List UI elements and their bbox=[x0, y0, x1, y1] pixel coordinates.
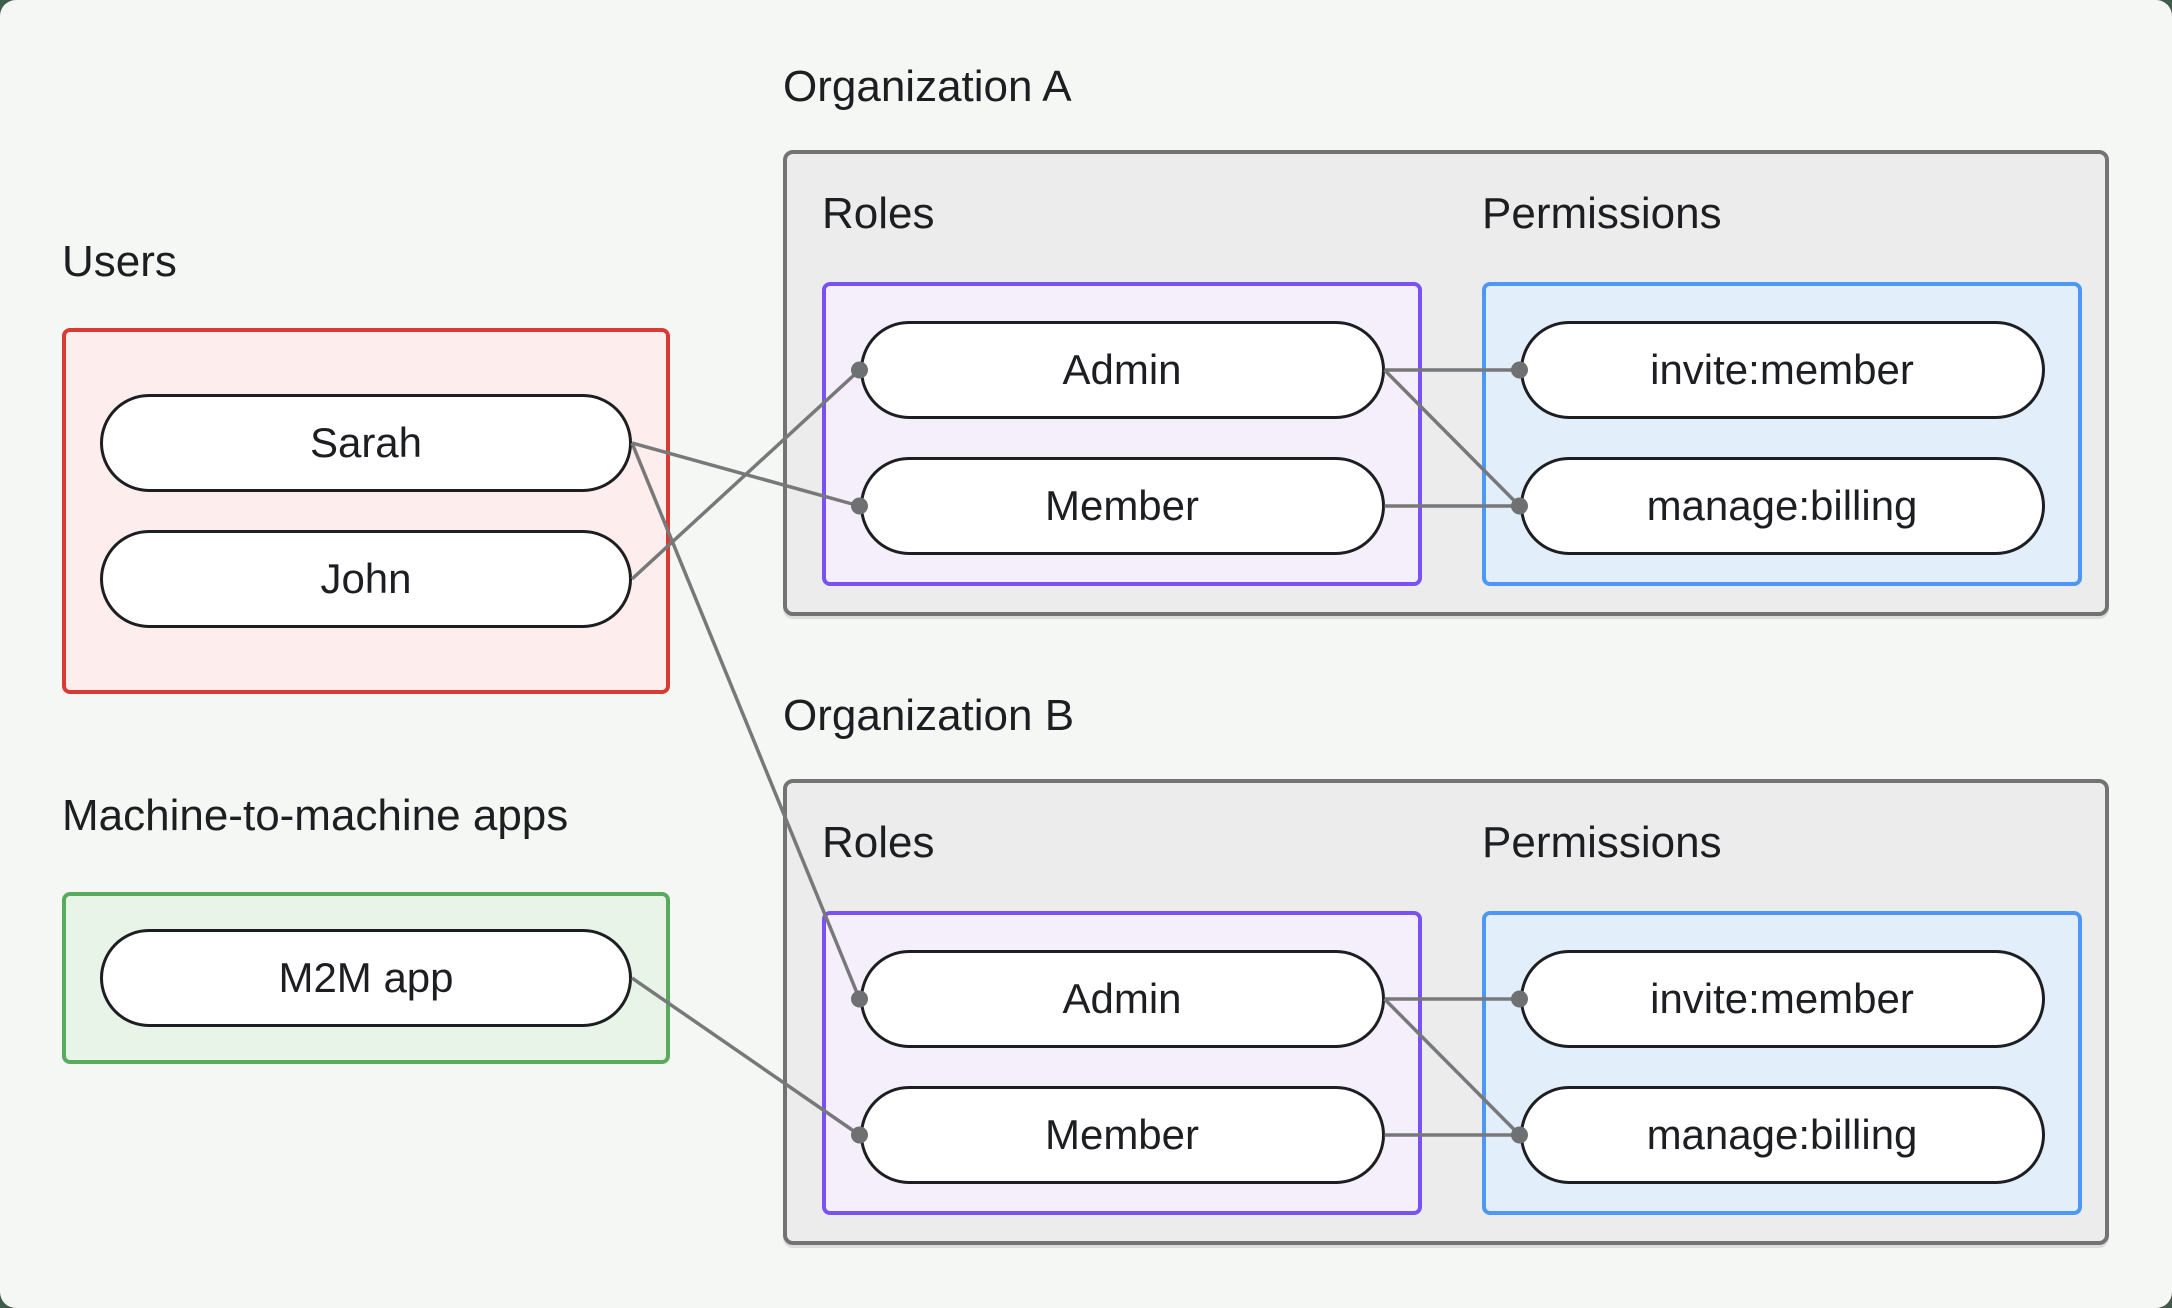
permission-node-manage-billing: manage:billing bbox=[1519, 1086, 2045, 1184]
org-b-title: Organization B bbox=[783, 691, 1075, 740]
role-node-admin: Admin bbox=[859, 321, 1385, 419]
role-node-label: Member bbox=[1044, 482, 1200, 529]
m2m-group-box: M2M app bbox=[62, 892, 670, 1064]
m2m-group-title: Machine-to-machine apps bbox=[62, 791, 569, 840]
m2m-app-node-label: M2M app bbox=[278, 954, 454, 1001]
permission-node-label: manage:billing bbox=[1646, 482, 1918, 529]
m2m-app-node: M2M app bbox=[100, 929, 632, 1027]
permission-node-invite-member: invite:member bbox=[1519, 321, 2045, 419]
users-group-box: Sarah John bbox=[62, 328, 670, 694]
org-b-container: Roles Permissions Admin Member invite:me… bbox=[783, 779, 2109, 1245]
role-node-admin: Admin bbox=[859, 950, 1385, 1048]
org-b-roles-title: Roles bbox=[822, 818, 935, 867]
org-a-title: Organization A bbox=[783, 62, 1072, 111]
user-node-sarah: Sarah bbox=[100, 394, 632, 492]
permission-node-label: invite:member bbox=[1650, 975, 1914, 1022]
org-a-permissions-title: Permissions bbox=[1482, 189, 1722, 238]
org-a-roles-box: Admin Member bbox=[822, 282, 1422, 586]
role-node-member: Member bbox=[859, 1086, 1385, 1184]
user-node-label: John bbox=[320, 555, 412, 602]
org-a-container: Roles Permissions Admin Member invite:me… bbox=[783, 150, 2109, 616]
org-b-permissions-title: Permissions bbox=[1482, 818, 1722, 867]
org-b-permissions-box: invite:member manage:billing bbox=[1482, 911, 2082, 1215]
user-node-john: John bbox=[100, 530, 632, 628]
users-group-title: Users bbox=[62, 237, 177, 286]
role-node-label: Member bbox=[1044, 1111, 1200, 1158]
permission-node-label: invite:member bbox=[1650, 346, 1914, 393]
user-node-label: Sarah bbox=[309, 419, 423, 466]
permission-node-manage-billing: manage:billing bbox=[1519, 457, 2045, 555]
org-b-roles-box: Admin Member bbox=[822, 911, 1422, 1215]
org-a-permissions-box: invite:member manage:billing bbox=[1482, 282, 2082, 586]
role-node-label: Admin bbox=[1062, 975, 1182, 1022]
org-a-roles-title: Roles bbox=[822, 189, 935, 238]
permission-node-invite-member: invite:member bbox=[1519, 950, 2045, 1048]
role-node-member: Member bbox=[859, 457, 1385, 555]
permission-node-label: manage:billing bbox=[1646, 1111, 1918, 1158]
role-node-label: Admin bbox=[1062, 346, 1182, 393]
